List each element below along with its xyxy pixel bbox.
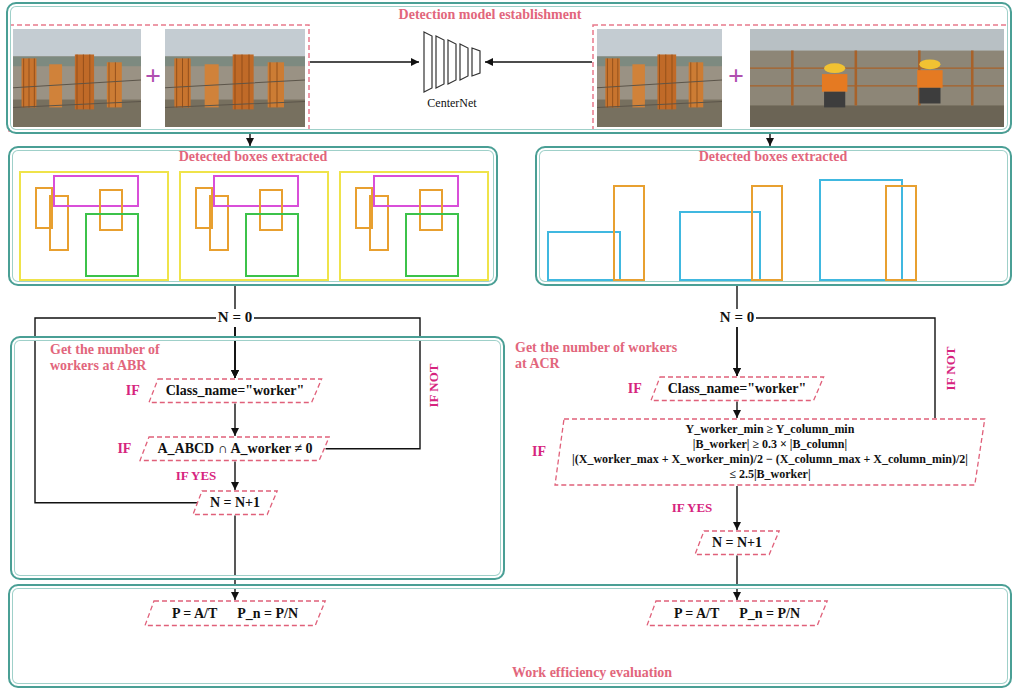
photo-group-left bbox=[9, 25, 309, 131]
condition-keyword: IF bbox=[532, 444, 546, 460]
parallelogram-outline bbox=[695, 531, 779, 555]
detected-boxes-right bbox=[886, 186, 916, 280]
flow-connector bbox=[234, 462, 235, 491]
panel-title: Work efficiency evaluation bbox=[512, 665, 672, 681]
formula-text: Y_worker_min ≥ Y_column_min bbox=[572, 422, 968, 437]
condition-keyword: IF bbox=[117, 441, 131, 457]
stage-panel: Detected boxes extracted bbox=[535, 146, 1012, 286]
panel-title: Detected boxes extracted bbox=[179, 149, 328, 165]
formula-text: P = A/T bbox=[172, 605, 217, 623]
plus-sign: + bbox=[728, 60, 744, 92]
flow-step: IFA_ABCD ∩ A_worker ≠ 0 bbox=[139, 436, 330, 462]
parallelogram-outline bbox=[145, 601, 325, 626]
detected-boxes-right bbox=[614, 186, 644, 280]
flow-step: P = A/T P_n = P/N bbox=[646, 600, 828, 627]
formula-text: Class_name="worker" bbox=[166, 382, 305, 400]
stage-panel: Detected boxes extracted bbox=[8, 146, 498, 286]
detected-boxes-right bbox=[548, 180, 916, 280]
flow-step: N = N+1 bbox=[192, 490, 278, 516]
flow-step: P = A/T P_n = P/N bbox=[144, 600, 326, 627]
detected-boxes-right bbox=[548, 232, 620, 280]
flow-connector bbox=[737, 318, 935, 418]
parallelogram-outline bbox=[140, 437, 329, 461]
detected-boxes-left bbox=[20, 172, 168, 280]
formula-text: Class_name="worker" bbox=[668, 380, 807, 398]
formula-text: |(X_worker_max + X_worker_min)/2 − (X_co… bbox=[572, 452, 968, 467]
stage-panel: P = A/T P_n = P/N P = A/T P_n = P/N Work eff… bbox=[8, 584, 1012, 688]
connectors bbox=[35, 134, 935, 600]
flow-connector bbox=[736, 486, 737, 530]
photo-group-right bbox=[597, 29, 722, 127]
flow-connector bbox=[35, 318, 235, 503]
detected-boxes-right bbox=[680, 212, 760, 280]
network-icon bbox=[424, 32, 480, 92]
detected-boxes-left bbox=[340, 172, 488, 280]
photo-group-left bbox=[165, 29, 305, 127]
network-icon bbox=[424, 32, 432, 92]
flow-step: IFY_worker_min ≥ Y_column_min|B_worker| … bbox=[554, 418, 986, 486]
photo-group-right bbox=[750, 29, 1004, 127]
network-icon bbox=[460, 44, 468, 80]
formula-text: N = N+1 bbox=[210, 494, 260, 512]
flow-arrow bbox=[485, 61, 592, 62]
edge-label: N = 0 bbox=[216, 309, 254, 326]
formula-text: P = A/T bbox=[674, 605, 719, 623]
parallelogram-outline bbox=[144, 600, 326, 627]
detected-boxes-right bbox=[752, 186, 782, 280]
parallelogram-outline bbox=[647, 601, 827, 626]
step-heading: Get the number of workers at ACR bbox=[515, 340, 685, 372]
formula-text: P_n = P/N bbox=[739, 605, 800, 623]
panel-title: Detection model establishment bbox=[399, 7, 582, 23]
formula-text: |B_worker| ≥ 0.3 × |B_column| bbox=[572, 437, 968, 452]
edge-label: IF YES bbox=[174, 469, 219, 484]
detected-boxes-left bbox=[20, 172, 488, 280]
flow-connector bbox=[736, 556, 737, 601]
model-name: CenterNet bbox=[427, 97, 476, 111]
formula-text: ≤ 2.5|B_worker| bbox=[572, 467, 968, 482]
network-icon bbox=[472, 48, 480, 76]
plus-sign: + bbox=[145, 60, 161, 92]
condition-keyword: IF bbox=[126, 383, 140, 399]
flow-step: IFClass_name="worker" bbox=[650, 376, 825, 402]
parallelogram-outline bbox=[646, 600, 828, 627]
formula-text: P_n = P/N bbox=[237, 605, 298, 623]
photo-group-right bbox=[593, 25, 1008, 131]
flow-connector bbox=[736, 402, 737, 419]
formula-text: N = N+1 bbox=[712, 534, 762, 552]
photo-group-left bbox=[13, 29, 141, 127]
edge-label: N = 0 bbox=[718, 309, 756, 326]
edge-label: IF YES bbox=[670, 501, 715, 516]
photo-group-left bbox=[9, 25, 309, 131]
parallelogram-outline bbox=[193, 491, 277, 515]
flow-arrow bbox=[310, 61, 419, 62]
flow-step: IFClass_name="worker" bbox=[148, 378, 323, 404]
panel-title: Get the number of workers at ABR bbox=[50, 342, 210, 374]
condition-keyword: IF bbox=[628, 381, 642, 397]
flow-step: N = N+1 bbox=[694, 530, 780, 556]
edge-label: IF NOT bbox=[427, 361, 442, 409]
flow-connector bbox=[769, 134, 770, 146]
photo-group-right bbox=[593, 25, 1008, 131]
detected-boxes-right bbox=[820, 180, 902, 280]
flow-arrow bbox=[310, 61, 592, 62]
detected-boxes-left bbox=[180, 172, 328, 280]
network-icon bbox=[448, 40, 456, 84]
flow-connector bbox=[234, 516, 235, 601]
parallelogram-outline bbox=[149, 379, 322, 403]
network-icon bbox=[436, 36, 444, 88]
formula-text: A_ABCD ∩ A_worker ≠ 0 bbox=[157, 440, 312, 458]
flow-connector bbox=[234, 404, 235, 437]
edge-label: IF NOT bbox=[944, 344, 959, 392]
panel-title: Detected boxes extracted bbox=[699, 149, 848, 165]
parallelogram-outline bbox=[555, 419, 985, 485]
parallelogram-outline bbox=[651, 377, 824, 401]
flow-connector bbox=[249, 134, 250, 146]
